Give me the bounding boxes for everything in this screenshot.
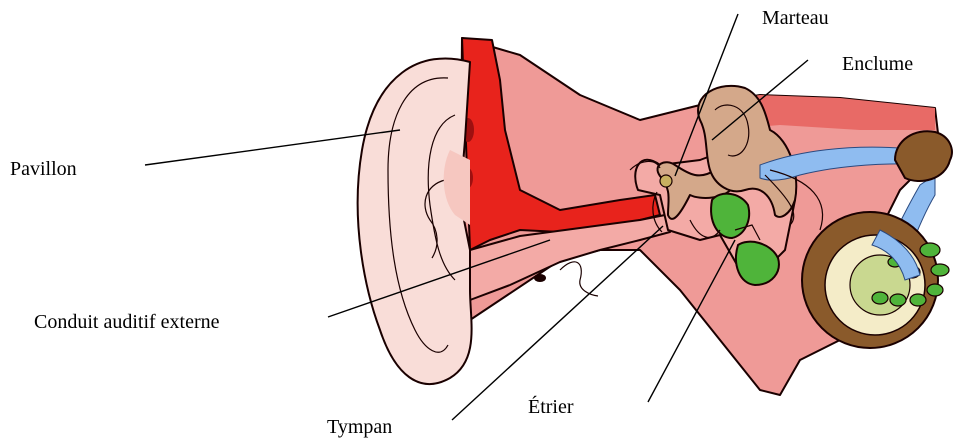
label-conduit: Conduit auditif externe bbox=[34, 311, 220, 333]
canal-spot bbox=[534, 274, 546, 282]
label-enclume: Enclume bbox=[842, 53, 913, 75]
label-pavillon: Pavillon bbox=[10, 158, 77, 180]
label-marteau: Marteau bbox=[762, 7, 829, 29]
label-tympan: Tympan bbox=[327, 416, 392, 438]
label-etrier: Étrier bbox=[528, 395, 574, 418]
etrier-green-1 bbox=[711, 194, 749, 238]
pinna bbox=[358, 58, 472, 384]
marteau-head bbox=[660, 175, 672, 187]
